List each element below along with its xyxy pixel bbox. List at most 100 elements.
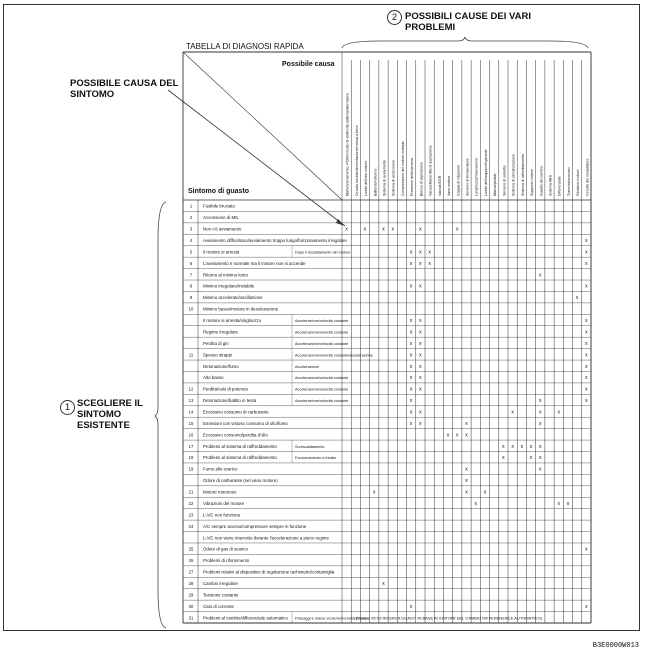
symptom-label: Fumo allo scarico bbox=[203, 467, 238, 472]
symptom-brace bbox=[154, 201, 167, 629]
cause-mark: x bbox=[419, 227, 422, 233]
symptom-label: Motore rumoroso bbox=[203, 490, 237, 495]
symptom-label: Problemi al sistema di raffreddamento bbox=[203, 455, 277, 460]
symptom-label: L'A/C non viene interrotto durante l'acc… bbox=[203, 535, 329, 540]
cause-mark: x bbox=[511, 410, 514, 416]
cause-mark: x bbox=[585, 604, 588, 610]
cause-mark: x bbox=[465, 421, 468, 427]
symptom-label: Vibrazioni del motore bbox=[203, 501, 245, 506]
row-number: 16 bbox=[189, 432, 194, 437]
row-number: 19 bbox=[189, 467, 194, 472]
cause-column-label: Coppia di rotazione bbox=[456, 165, 460, 196]
cause-mark: x bbox=[585, 261, 588, 267]
symptom-label: Problemi al cambio/differenziale automat… bbox=[203, 615, 288, 620]
symptom-label: Problemi relativi al dispositivo di rego… bbox=[203, 570, 335, 575]
row-number: 10 bbox=[189, 307, 194, 312]
row-number: 13 bbox=[189, 398, 194, 403]
cause-mark: x bbox=[539, 398, 542, 404]
cause-mark: x bbox=[585, 318, 588, 324]
row-number: 6 bbox=[190, 261, 193, 266]
symptom-label: L'A/C non funziona bbox=[203, 512, 241, 517]
cause-mark: x bbox=[585, 249, 588, 255]
symptom-condition: Accelerazione bbox=[295, 365, 319, 369]
symptom-label: Problemi al sistema di raffreddamento bbox=[203, 444, 277, 449]
symptom-label: Eccessivo consumo di carburante bbox=[203, 410, 269, 415]
image-code: B3E0000W013 bbox=[592, 642, 639, 650]
callout-arrow-line bbox=[167, 89, 346, 227]
symptom-label: Fusibile bruciato bbox=[203, 204, 236, 209]
symptom-label: Cambio irregolare bbox=[203, 581, 238, 586]
callout-possible-causes: POSSIBILI CAUSE DEI VARI PROBLEMI bbox=[405, 11, 531, 33]
symptom-label: Perdita/calo di potenza bbox=[203, 387, 248, 392]
cause-column-label: Livello dell'acqua/refrigerante bbox=[484, 149, 488, 196]
cause-column-label: Compressione del motore multipla bbox=[401, 141, 405, 196]
cause-mark: x bbox=[567, 501, 570, 507]
symptom-label: Il motore si arresta/singhiozzo bbox=[203, 318, 262, 323]
symptom-label: Minimo basso/motore in decelerazione bbox=[203, 307, 279, 312]
header-possible-cause: Possibile causa bbox=[282, 61, 335, 68]
header-symptom: Sintomo di guasto bbox=[188, 188, 249, 195]
callout-select-symptom: SCEGLIERE IL SINTOMO ESISTENTE bbox=[77, 398, 143, 431]
row-number: 27 bbox=[189, 570, 194, 575]
row-number: 23 bbox=[189, 512, 194, 517]
row-number: 5 bbox=[190, 249, 193, 254]
cause-column-label: Sensore di temperatura bbox=[466, 158, 470, 196]
cause-mark: x bbox=[447, 432, 450, 438]
cause-column-label: Sistema di climatizzazione bbox=[512, 154, 516, 196]
symptom-label: L'avviamento è normale ma il motore non … bbox=[203, 261, 306, 266]
cause-mark: x bbox=[428, 261, 431, 267]
row-number: 8 bbox=[190, 284, 193, 289]
symptom-label: Avviamento difficoltoso/avviamento tropp… bbox=[203, 238, 347, 243]
symptom-label: Emissioni con vistoso consumo di olio/fu… bbox=[203, 421, 288, 426]
cause-column-label: Sistema di avviamento bbox=[383, 160, 387, 196]
symptom-condition: Accelerazione/velocità costante bbox=[295, 342, 348, 346]
cause-mark: x bbox=[530, 444, 533, 450]
cause-column-label: Blocco di aspirazione bbox=[419, 162, 423, 196]
cause-column-label: Malfunzionamento, PCM/Circuito di elettr… bbox=[346, 93, 350, 196]
cause-column-label: Sistema di accensione bbox=[392, 160, 396, 196]
cause-mark: x bbox=[465, 478, 468, 484]
cause-mark: x bbox=[585, 547, 588, 553]
cause-mark: x bbox=[410, 410, 413, 416]
cause-mark: x bbox=[557, 501, 560, 507]
figure-frame bbox=[3, 4, 640, 631]
callout-arrowhead bbox=[336, 219, 345, 226]
cause-mark: x bbox=[539, 272, 542, 278]
callout-number-1: 1 bbox=[60, 400, 75, 415]
callout-possible-symptom-cause: POSSIBILE CAUSA DEL SINTOMO bbox=[70, 78, 179, 100]
symptom-condition: Funzionamento a freddo bbox=[295, 456, 336, 460]
cause-mark: x bbox=[530, 455, 533, 461]
cause-mark: x bbox=[364, 227, 367, 233]
row-number: 22 bbox=[189, 501, 194, 506]
cause-mark: x bbox=[419, 249, 422, 255]
symptom-label: Eccessivo consumo/perdita d'olio bbox=[203, 432, 268, 437]
cause-mark: x bbox=[419, 410, 422, 416]
cause-mark: x bbox=[585, 238, 588, 244]
cause-mark: x bbox=[419, 364, 422, 370]
cause-mark: x bbox=[511, 444, 514, 450]
cause-column-label: Sistema di raffreddamento bbox=[521, 154, 525, 196]
cause-mark: x bbox=[539, 467, 542, 473]
row-number: 26 bbox=[189, 558, 194, 563]
row-number: 28 bbox=[189, 581, 194, 586]
cause-mark: x bbox=[585, 329, 588, 335]
row-number: 4 bbox=[190, 238, 193, 243]
header-diagonal bbox=[182, 51, 343, 201]
cause-mark: x bbox=[465, 467, 468, 473]
symptom-label: Odore di carburante (nel vano motore) bbox=[203, 478, 278, 483]
cause-column-label: Circuito fusibile/alimentazione/messa a … bbox=[355, 125, 359, 196]
cause-mark: x bbox=[419, 329, 422, 335]
cause-mark: x bbox=[539, 421, 542, 427]
cause-mark: x bbox=[410, 375, 413, 381]
cause-mark: x bbox=[410, 284, 413, 290]
cause-mark: x bbox=[410, 318, 413, 324]
cause-mark: x bbox=[391, 227, 394, 233]
symptom-condition: Accelerazione/velocità costante bbox=[295, 319, 348, 323]
cause-mark: x bbox=[539, 444, 542, 450]
cause-column-label: Valvola EGR bbox=[438, 175, 442, 196]
cause-mark: x bbox=[465, 490, 468, 496]
cause-mark: x bbox=[382, 581, 385, 587]
cause-column-label: Differenziale bbox=[558, 176, 562, 196]
cause-mark: x bbox=[345, 227, 348, 233]
